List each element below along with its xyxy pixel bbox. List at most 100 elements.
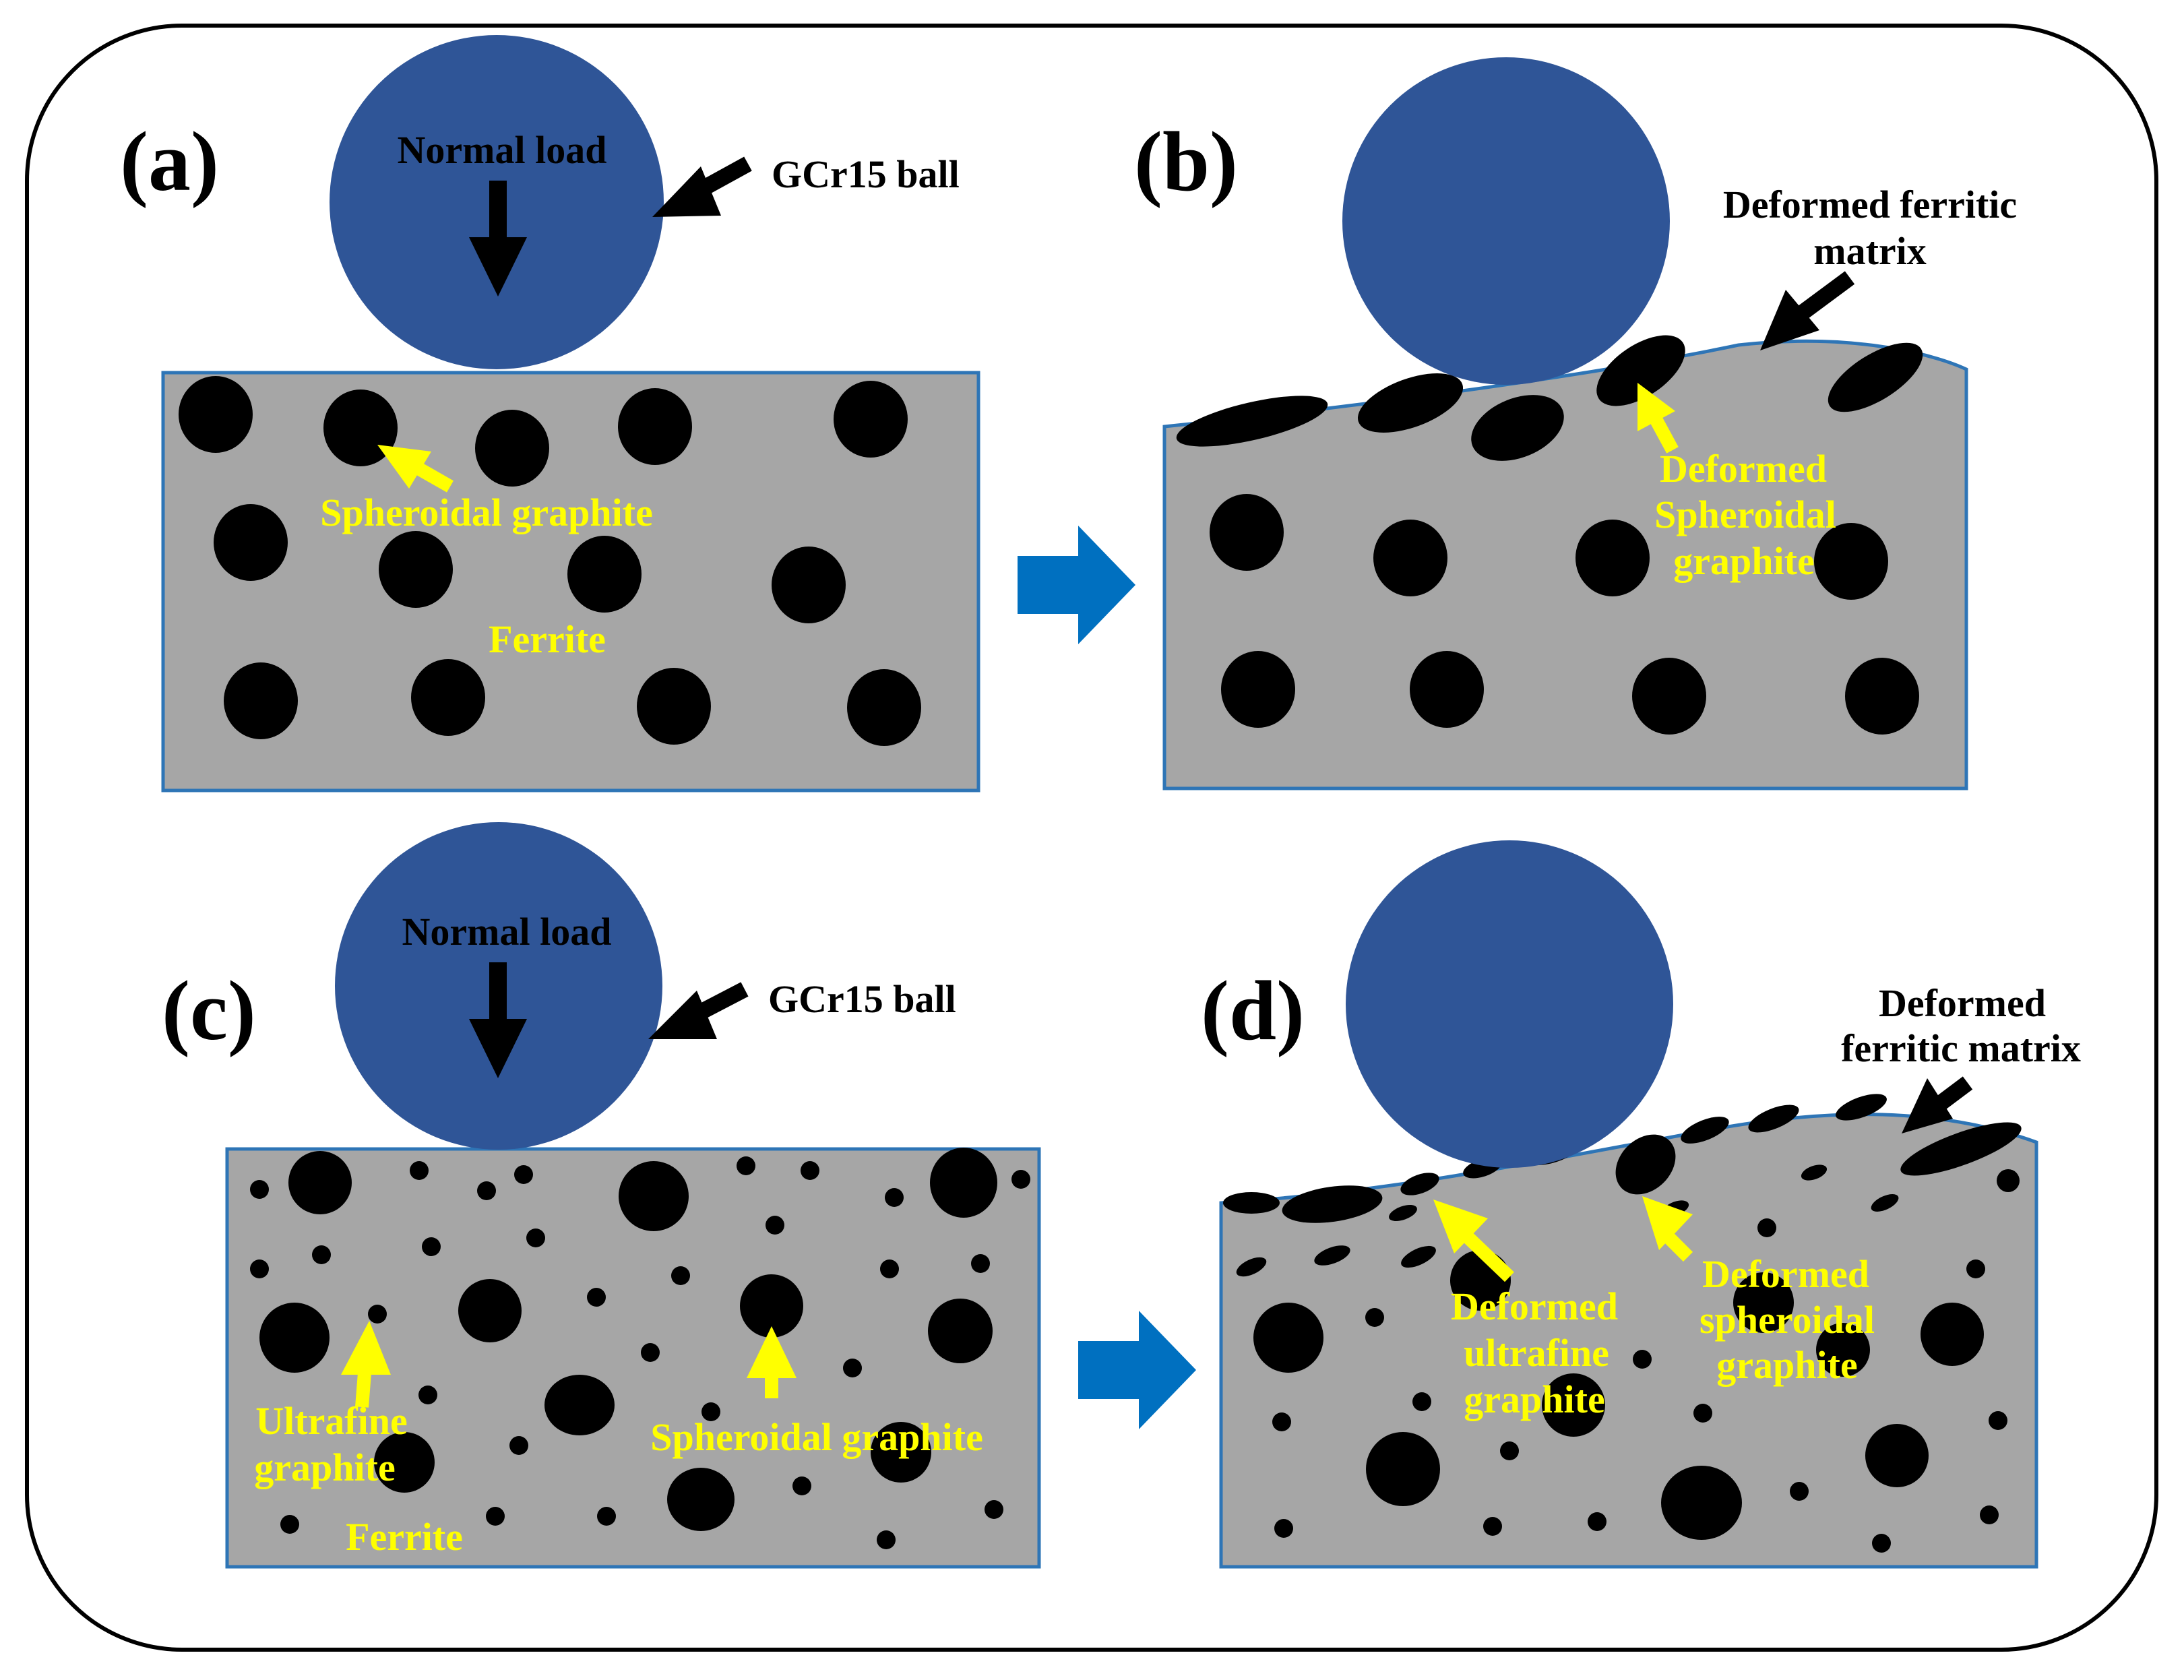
- graphite-particle: [1661, 1466, 1742, 1540]
- ultrafine-graphite-particle: [422, 1237, 441, 1256]
- right-arrow-icon: [1018, 526, 1135, 644]
- deformed-graphite-particle: [1801, 1164, 1828, 1181]
- deformed-graphite-particle: [1401, 1245, 1436, 1268]
- graphite-particle: [637, 668, 711, 745]
- graphite-particle: [619, 1161, 689, 1231]
- graphite-particle: [1366, 1432, 1440, 1506]
- ultrafine-graphite-particle: [509, 1436, 528, 1455]
- gcr15-ball: [1346, 840, 1673, 1168]
- ultrafine-graphite-label-line1: Ultrafine: [255, 1399, 408, 1443]
- spheroidal-graphite-particles: [1253, 1250, 1984, 1540]
- graphite-particle: [1816, 1323, 1870, 1377]
- deformed-graphite-particle: [1596, 335, 1685, 406]
- deformed-spheroidal-label-line2: spheroidal: [1699, 1298, 1875, 1342]
- deformed-graphite-particle: [1748, 1105, 1799, 1133]
- ferrite-label: Ferrite: [346, 1515, 463, 1559]
- deformed-ultrafine-label-line3: graphite: [1464, 1377, 1604, 1421]
- ultrafine-graphite-particle: [597, 1507, 616, 1526]
- ultrafine-graphite-particle: [1693, 1404, 1712, 1423]
- arrow-icon: [1902, 1076, 1973, 1133]
- arrow-icon: [652, 156, 752, 217]
- ultrafine-graphite-particle: [477, 1181, 496, 1200]
- spheroidal-graphite-particles: [1210, 494, 1919, 735]
- gcr15-ball: [1342, 57, 1670, 385]
- deformed-ferritic-matrix-label-line2: matrix: [1813, 229, 1927, 273]
- graphite-particle: [1410, 651, 1484, 728]
- graphite-particle: [834, 381, 908, 458]
- deformed-spheroidal-label-line1: Deformed: [1702, 1252, 1869, 1296]
- ultrafine-graphite-particle: [880, 1259, 899, 1278]
- arrow-icon: [747, 1326, 797, 1398]
- graphite-particle: [1253, 1303, 1323, 1373]
- ultrafine-graphite-label-line2: graphite: [254, 1445, 395, 1489]
- graphite-particle: [379, 531, 453, 608]
- deformed-ferritic-matrix-label-line2: ferritic matrix: [1841, 1026, 2081, 1070]
- deformed-graphite-particle: [1836, 1094, 1887, 1121]
- ultrafine-graphite-particle: [843, 1359, 862, 1377]
- panel-b: Deformed ferritic matrix Deformed Sphero…: [1134, 57, 2017, 790]
- ultrafine-graphite-particle: [526, 1228, 545, 1247]
- deformed-graphite-particle: [1236, 1257, 1267, 1277]
- ultrafine-graphite-particle: [514, 1165, 533, 1184]
- ultrafine-graphite-particle: [1011, 1170, 1030, 1189]
- deformed-graphite-particle: [1282, 1185, 1383, 1223]
- ultrafine-graphite-particle: [671, 1266, 690, 1285]
- normal-load-label: Normal load: [402, 910, 612, 954]
- ultrafine-graphite-particle: [1989, 1411, 2007, 1430]
- deformed-graphite-label-line2: Spheroidal: [1654, 493, 1836, 536]
- ultrafine-graphite-particle: [737, 1156, 755, 1175]
- panel-label-b: (b): [1134, 115, 1238, 209]
- spheroidal-graphite-particles: [179, 376, 921, 746]
- ultrafine-graphite-particle: [1274, 1519, 1293, 1538]
- arrow-icon: [1637, 383, 1679, 454]
- graphite-particle: [847, 669, 921, 746]
- arrow-icon: [377, 445, 454, 493]
- graphite-particle: [288, 1151, 352, 1214]
- deformed-graphite-particle: [1997, 1169, 2020, 1192]
- deformed-graphite-particle: [1681, 1117, 1729, 1144]
- graphite-particle: [374, 1432, 435, 1493]
- graphite-particle: [411, 659, 485, 736]
- deformed-graphite-particles: [1176, 335, 1923, 461]
- graphite-particle: [1542, 1373, 1605, 1437]
- graphite-particle: [928, 1299, 993, 1363]
- right-arrow-icon: [1078, 1311, 1196, 1429]
- spheroidal-graphite-particles: [259, 1148, 997, 1531]
- deformed-ultrafine-label-line2: ultrafine: [1464, 1331, 1609, 1375]
- ultrafine-graphite-particle: [1365, 1308, 1384, 1327]
- ultrafine-graphite-particle: [641, 1343, 660, 1362]
- arrow-down-icon: [469, 181, 527, 297]
- graphite-particle: [740, 1274, 803, 1338]
- graphite-particle: [1221, 651, 1295, 728]
- arrow-icon: [1433, 1200, 1514, 1282]
- deformed-graphite-particle: [1828, 342, 1923, 412]
- arrow-icon: [648, 982, 749, 1039]
- deformed-ferritic-matrix-label-line1: Deformed: [1879, 981, 2046, 1025]
- graphite-particle: [1210, 494, 1284, 571]
- deformed-graphite-label-line3: graphite: [1673, 539, 1814, 583]
- arrow-down-icon: [469, 962, 527, 1078]
- graphite-particle: [1845, 658, 1919, 735]
- deformed-graphite-particle: [1400, 1173, 1439, 1195]
- graphite-particle: [179, 376, 253, 453]
- ultrafine-graphite-particle: [877, 1530, 896, 1549]
- spheroidal-graphite-label: Spheroidal graphite: [650, 1415, 983, 1459]
- ultrafine-graphite-particle: [1588, 1512, 1606, 1531]
- ultrafine-graphite-particle: [1966, 1259, 1985, 1278]
- graphite-particle: [667, 1468, 735, 1531]
- graphite-particle: [871, 1422, 931, 1483]
- graphite-particle: [1632, 658, 1706, 735]
- arrow-icon: [1642, 1196, 1693, 1262]
- arrow-icon: [341, 1321, 391, 1408]
- ultrafine-graphite-particle: [1757, 1218, 1776, 1237]
- deformed-graphite-particle: [1357, 373, 1464, 433]
- ultrafine-graphite-particles: [1272, 1218, 2007, 1553]
- graphite-particle: [224, 662, 298, 739]
- ultrafine-graphite-particle: [587, 1288, 606, 1307]
- graphite-particle: [567, 536, 642, 613]
- ultrafine-graphite-particle: [766, 1216, 784, 1235]
- graphite-particle: [475, 410, 549, 487]
- panel-c: Normal load GCr15 ball Ultrafine graphit…: [162, 822, 1041, 1569]
- graphite-particle: [618, 388, 692, 465]
